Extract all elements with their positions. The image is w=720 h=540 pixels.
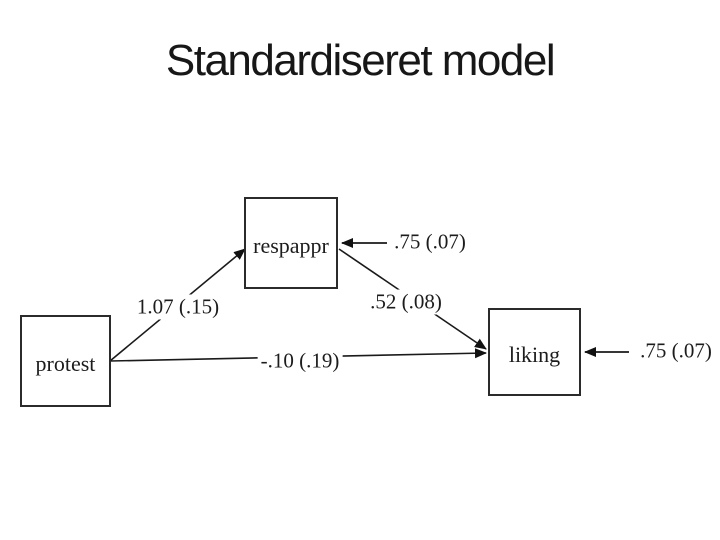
node-protest-label: protest bbox=[35, 351, 96, 376]
coefficient-respappr-liking: .52 (.08) bbox=[367, 289, 445, 315]
node-respappr-label: respappr bbox=[253, 233, 329, 258]
node-respappr: respappr bbox=[244, 197, 338, 289]
coefficient-protest-respappr: 1.07 (.15) bbox=[133, 294, 223, 320]
node-protest: protest bbox=[20, 315, 111, 407]
error-variance-liking: .75 (.07) bbox=[637, 338, 715, 364]
node-liking-label: liking bbox=[508, 342, 561, 367]
coefficient-protest-liking: -.10 (.19) bbox=[257, 348, 343, 374]
error-variance-respappr: .75 (.07) bbox=[391, 229, 469, 255]
node-liking: liking bbox=[488, 308, 581, 396]
slide-title: Standardiseret model bbox=[165, 36, 556, 85]
